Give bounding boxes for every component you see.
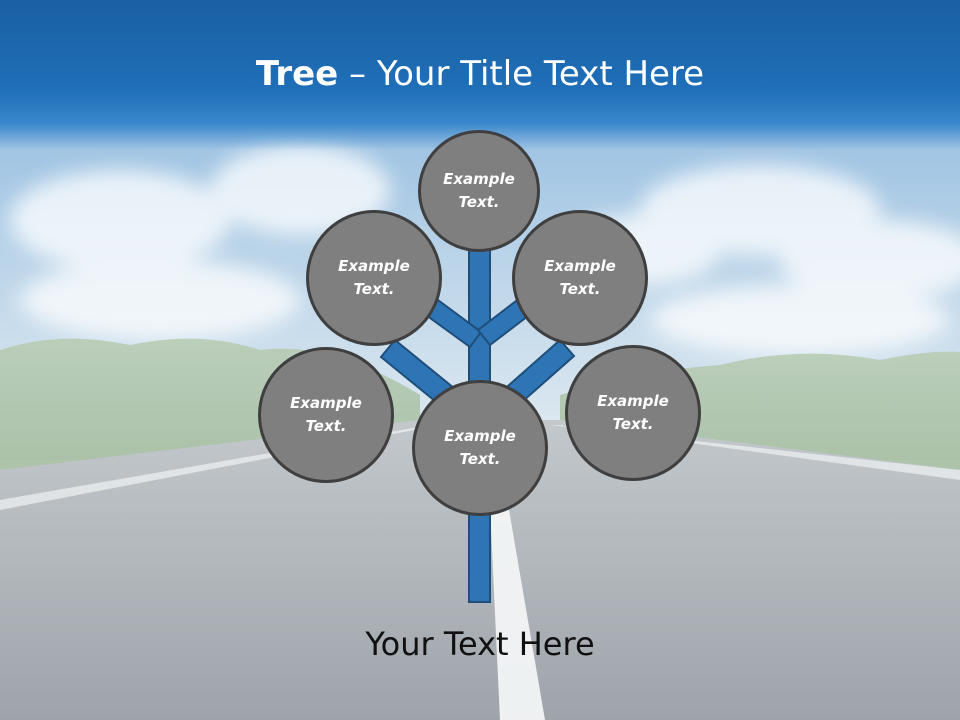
node-center[interactable]: Example Text. (412, 380, 548, 516)
node-top-label: Example Text. (443, 170, 515, 211)
title-bold-word: Tree (255, 54, 339, 94)
title-rest: – Your Title Text Here (338, 54, 705, 94)
node-top[interactable]: Example Text. (418, 130, 540, 252)
node-lower-right[interactable]: Example Text. (565, 345, 701, 481)
node-upper-right-label: Example Text. (544, 257, 616, 298)
slide-title: Tree – Your Title Text Here (0, 52, 960, 96)
node-upper-right[interactable]: Example Text. (512, 210, 648, 346)
title-bar (0, 0, 960, 150)
node-upper-left-label: Example Text. (338, 257, 410, 298)
node-lower-right-label: Example Text. (597, 392, 669, 433)
node-center-label: Example Text. (444, 427, 516, 468)
node-lower-left[interactable]: Example Text. (258, 347, 394, 483)
node-upper-left[interactable]: Example Text. (306, 210, 442, 346)
node-lower-left-label: Example Text. (290, 394, 362, 435)
footer-text: Your Text Here (365, 625, 595, 663)
